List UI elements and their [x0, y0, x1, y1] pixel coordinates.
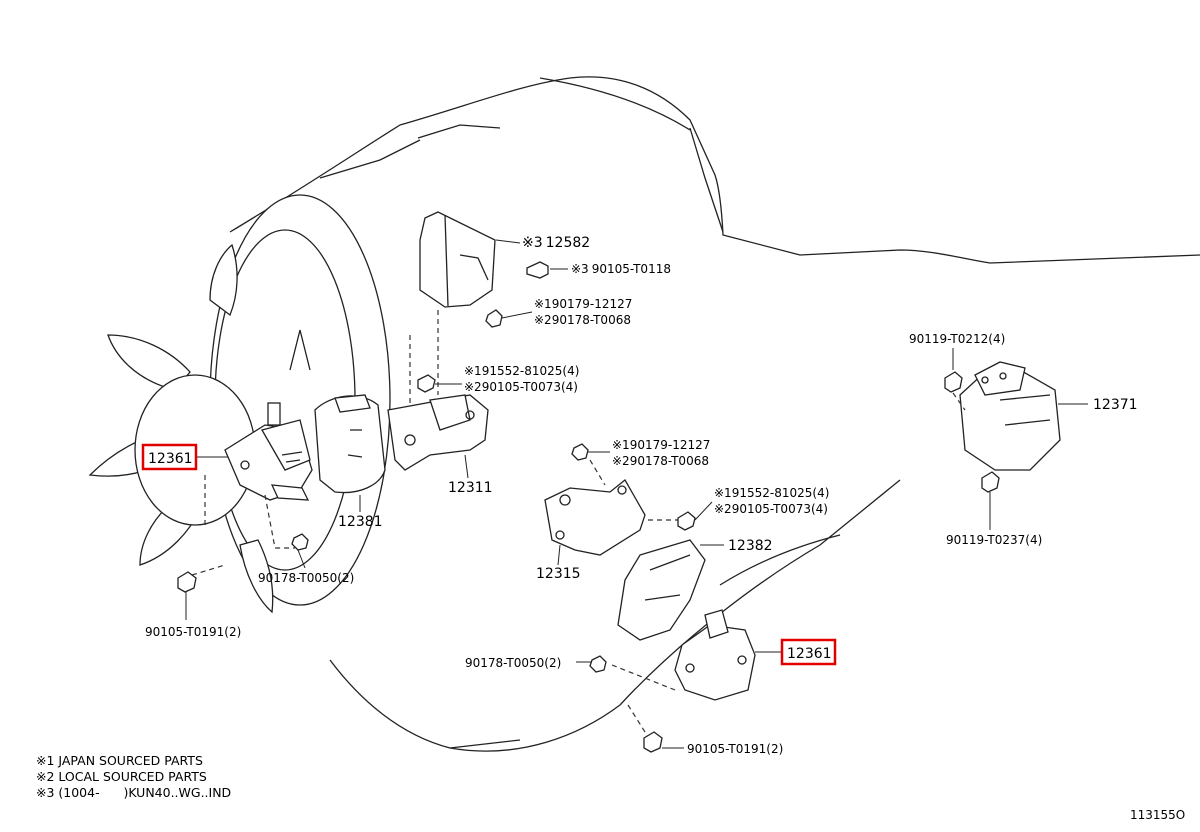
bracket-12315	[544, 479, 646, 556]
svg-text:※290178-T0068: ※290178-T0068	[612, 454, 709, 468]
label-nut-mid-2: 90178-T0068	[630, 454, 709, 468]
svg-text:※191552-81025(4): ※191552-81025(4)	[464, 364, 579, 378]
label-90119-T0212: 90119-T0212(4)	[909, 332, 1005, 346]
label-12382: 12382	[728, 538, 773, 554]
label-bolt-top-1: 91552-81025(4)	[482, 364, 580, 378]
mark-90105-T0118: ※3	[571, 262, 589, 276]
label-90105-T0191-right: 90105-T0191(2)	[687, 742, 783, 756]
label-bolt-top-2: 90105-T0073(4)	[482, 380, 578, 394]
label-12315: 12315	[536, 566, 581, 582]
bolt-icon	[677, 511, 696, 531]
label-12361-right: 12361	[787, 646, 832, 662]
bolt-icon	[944, 371, 963, 393]
legend-notes: ※1 JAPAN SOURCED PARTS ※2 LOCAL SOURCED …	[36, 753, 231, 800]
engine-outline	[229, 76, 1200, 752]
heat-shield-12382	[617, 539, 706, 641]
left-mount-12361	[224, 402, 313, 501]
label-12311: 12311	[448, 480, 493, 496]
fasteners	[177, 261, 1000, 753]
label-nut-top-2: 90178-T0068	[552, 313, 631, 327]
mark-nut-top-2: ※2	[534, 313, 552, 327]
mark-bolt-top-2: ※2	[464, 380, 482, 394]
highlight-box-left	[141, 443, 198, 471]
label-12371: 12371	[1093, 397, 1138, 413]
svg-text:※290105-T0073(4): ※290105-T0073(4)	[714, 502, 828, 516]
heat-shield-12381	[314, 394, 386, 494]
bolt-icon	[417, 374, 436, 393]
nut-icon	[589, 655, 607, 673]
label-90178-T0050-left: 90178-T0050(2)	[258, 571, 354, 585]
label-12361-left: 12361	[148, 451, 193, 467]
label-bolt-mid-1: 91552-81025(4)	[732, 486, 830, 500]
nut-icon	[291, 533, 309, 551]
label-nut-mid-1: 90179-12127	[630, 438, 711, 452]
label-90105-T0118: 90105-T0118	[592, 262, 671, 276]
note-3: ※3 (1004- )KUN40..WG..IND	[36, 785, 231, 800]
svg-text:※290105-T0073(4): ※290105-T0073(4)	[464, 380, 578, 394]
bolt-icon	[643, 731, 663, 753]
highlight-box-right	[780, 638, 837, 666]
diagram-id: 113155O	[1130, 808, 1185, 822]
note-2: ※2 LOCAL SOURCED PARTS	[36, 769, 207, 784]
svg-text:※290178-T0068: ※290178-T0068	[534, 313, 631, 327]
mark-nut-mid-2: ※2	[612, 454, 630, 468]
note-1: ※1 JAPAN SOURCED PARTS	[36, 753, 203, 768]
leader-lines	[185, 239, 1088, 749]
mark-bolt-mid-1: ※1	[714, 486, 732, 500]
bolt-icon	[981, 471, 1000, 493]
nut-icon	[571, 443, 589, 461]
mark-nut-top-1: ※1	[534, 297, 552, 311]
label-90105-T0191-left: 90105-T0191(2)	[145, 625, 241, 639]
label-90119-T0237: 90119-T0237(4)	[946, 533, 1042, 547]
rear-mount-12371	[959, 361, 1061, 471]
bolt-icon	[177, 571, 197, 593]
label-nut-top-1: 90179-12127	[552, 297, 633, 311]
svg-text:※190179-12127: ※190179-12127	[534, 297, 632, 311]
nut-icon	[485, 309, 503, 328]
label-12582: 12582	[546, 235, 591, 251]
mark-bolt-mid-2: ※2	[714, 502, 732, 516]
bracket-12582	[419, 211, 496, 308]
svg-text:※190179-12127: ※190179-12127	[612, 438, 710, 452]
mark-12582: ※3	[522, 235, 543, 251]
mark-bolt-top-1: ※1	[464, 364, 482, 378]
label-12381: 12381	[338, 514, 383, 530]
label-90178-T0050-right: 90178-T0050(2)	[465, 656, 561, 670]
mark-nut-mid-1: ※1	[612, 438, 630, 452]
right-mount-12361	[674, 609, 756, 701]
bracket-12311	[387, 394, 489, 471]
svg-text:※191552-81025(4): ※191552-81025(4)	[714, 486, 829, 500]
label-bolt-mid-2: 90105-T0073(4)	[732, 502, 828, 516]
bolt-icon	[526, 261, 549, 279]
